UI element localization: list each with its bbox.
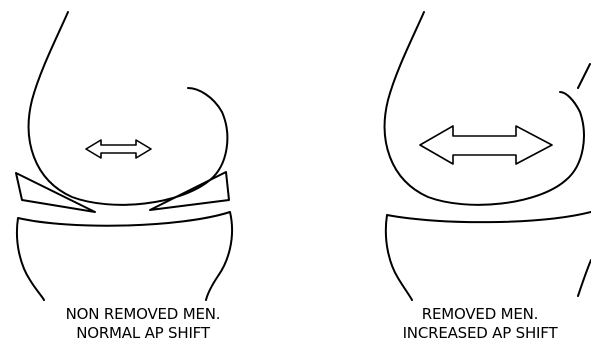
left-tibia xyxy=(17,212,232,300)
left-panel xyxy=(16,12,232,300)
right-caption: REMOVED MEN. INCREASED AP SHIFT xyxy=(360,305,591,343)
left-femur xyxy=(29,12,228,205)
left-caption-line1: NON REMOVED MEN. xyxy=(18,305,268,324)
right-ap-arrow xyxy=(420,126,552,164)
left-caption-line2: NORMAL AP SHIFT xyxy=(18,324,268,343)
left-meniscus-lateral xyxy=(150,172,229,210)
left-caption: NON REMOVED MEN. NORMAL AP SHIFT xyxy=(18,305,268,343)
right-caption-line1: REMOVED MEN. xyxy=(360,305,591,324)
left-meniscus-medial xyxy=(16,173,95,212)
right-femur-edge xyxy=(578,64,590,88)
right-panel xyxy=(385,12,591,300)
right-caption-line2: INCREASED AP SHIFT xyxy=(360,324,591,343)
left-ap-arrow xyxy=(86,140,151,158)
right-tibia xyxy=(386,212,591,300)
right-femur xyxy=(385,12,584,205)
